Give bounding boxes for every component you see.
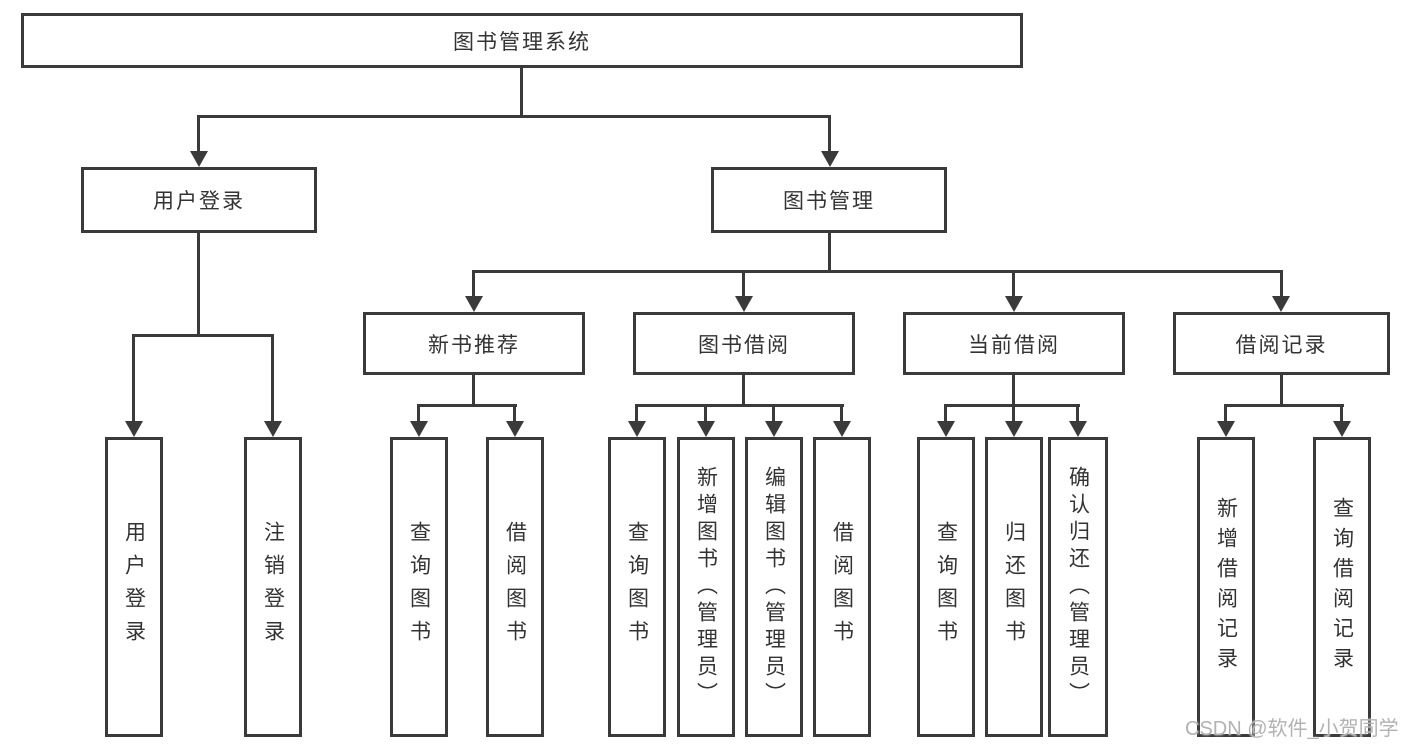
node-label: 借阅图书 (830, 521, 854, 653)
arrow-down-icon (506, 421, 524, 437)
node-user-login: 用户登录 (81, 167, 317, 233)
connector-line (1224, 404, 1227, 423)
leaf-query-books-current: 查询图书 (917, 437, 975, 737)
connector-line (197, 115, 831, 118)
connector-line (197, 115, 200, 153)
leaf-query-borrow-record: 查询借阅记录 (1313, 437, 1371, 737)
node-label: 新书推荐 (428, 333, 520, 357)
connector-line (635, 404, 638, 423)
connector-line (197, 233, 200, 336)
node-label: 查询借阅记录 (1330, 497, 1354, 677)
connector-line (520, 68, 523, 118)
arrow-down-icon (735, 296, 753, 312)
connector-line (472, 270, 475, 298)
arrow-down-icon (190, 151, 208, 167)
connector-line (742, 270, 745, 298)
arrow-down-icon (264, 421, 282, 437)
connector-line (1224, 404, 1344, 407)
node-book-management: 图书管理 (711, 167, 947, 233)
node-label: 查询图书 (407, 521, 431, 653)
arrow-down-icon (1272, 296, 1290, 312)
connector-line (828, 232, 831, 272)
connector-line (1012, 404, 1015, 423)
node-new-book-recommendation: 新书推荐 (363, 312, 585, 375)
leaf-confirm-return-admin: 确认归还（管理员） (1048, 437, 1108, 737)
leaf-add-borrow-record: 新增借阅记录 (1197, 437, 1255, 737)
arrow-down-icon (821, 151, 839, 167)
connector-line (417, 404, 517, 407)
node-label: 新增图书（管理员） (694, 465, 718, 709)
leaf-edit-book-admin: 编辑图书（管理员） (745, 437, 803, 737)
arrow-down-icon (937, 421, 955, 437)
arrow-down-icon (765, 421, 783, 437)
arrow-down-icon (465, 296, 483, 312)
arrow-down-icon (1005, 421, 1023, 437)
arrow-down-icon (628, 421, 646, 437)
connector-line (132, 334, 274, 337)
connector-line (513, 404, 516, 423)
arrow-down-icon (1217, 421, 1235, 437)
node-label: 新增借阅记录 (1214, 497, 1238, 677)
node-label: 归还图书 (1002, 521, 1026, 653)
leaf-return-books: 归还图书 (985, 437, 1043, 737)
node-label: 查询图书 (934, 521, 958, 653)
connector-line (417, 404, 420, 423)
node-label: 用户登录 (122, 521, 146, 653)
arrow-down-icon (125, 421, 143, 437)
node-label: 确认归还（管理员） (1066, 465, 1090, 709)
node-current-borrowing: 当前借阅 (903, 312, 1125, 375)
node-borrowing-records: 借阅记录 (1173, 312, 1390, 375)
connector-line (1280, 375, 1283, 406)
node-label: 借阅图书 (503, 521, 527, 653)
connector-line (828, 115, 831, 153)
csdn-watermark: CSDN @软件_小贺同学 (1185, 718, 1399, 740)
connector-line (840, 404, 843, 423)
connector-line (1340, 404, 1343, 423)
connector-line (132, 334, 135, 423)
leaf-borrow-books: 借阅图书 (813, 437, 871, 737)
connector-line (704, 404, 707, 423)
connector-line (1280, 270, 1283, 298)
node-label: 用户登录 (153, 190, 245, 213)
connector-line (1012, 375, 1015, 406)
connector-line (944, 404, 947, 423)
node-library-system: 图书管理系统 (21, 13, 1023, 68)
arrow-down-icon (1005, 296, 1023, 312)
arrow-down-icon (833, 421, 851, 437)
connector-line (742, 375, 745, 406)
leaf-borrow-books-recommend: 借阅图书 (486, 437, 544, 737)
arrow-down-icon (410, 421, 428, 437)
node-label: 注销登录 (261, 521, 285, 653)
connector-line (772, 404, 775, 423)
connector-line (635, 404, 844, 407)
node-label: 图书管理系统 (453, 30, 591, 54)
node-label: 当前借阅 (968, 333, 1060, 357)
connector-line (472, 270, 1283, 273)
connector-line (1012, 270, 1015, 298)
arrow-down-icon (1069, 421, 1087, 437)
node-label: 图书借阅 (698, 333, 790, 357)
connector-line (271, 334, 274, 423)
node-label: 编辑图书（管理员） (762, 465, 786, 709)
connector-line (472, 375, 475, 406)
node-label: 借阅记录 (1235, 333, 1328, 357)
leaf-user-login: 用户登录 (105, 437, 163, 737)
leaf-query-books-borrow: 查询图书 (608, 437, 666, 737)
arrow-down-icon (1333, 421, 1351, 437)
node-book-borrowing: 图书借阅 (633, 312, 855, 375)
leaf-logout: 注销登录 (244, 437, 302, 737)
leaf-query-books-recommend: 查询图书 (390, 437, 448, 737)
connector-line (1076, 404, 1079, 423)
node-label: 图书管理 (783, 190, 875, 213)
leaf-add-book-admin: 新增图书（管理员） (677, 437, 735, 737)
arrow-down-icon (697, 421, 715, 437)
node-label: 查询图书 (625, 521, 649, 653)
